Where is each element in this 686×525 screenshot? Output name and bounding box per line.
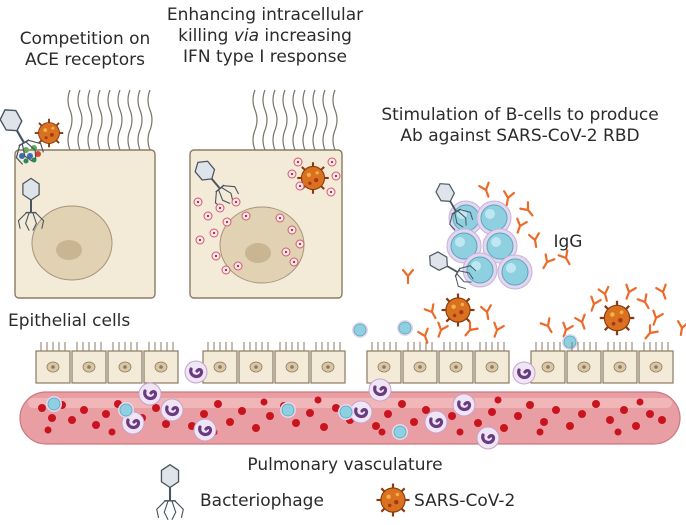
legend-sars-label: SARS-CoV-2	[414, 491, 516, 511]
epithelial-cell-competition	[0, 89, 156, 299]
b-cell-icon	[497, 254, 533, 290]
sars-cov-2-icon	[33, 117, 65, 149]
b-cell-icon	[279, 401, 297, 419]
antibodies-near-epithelium	[351, 283, 686, 351]
igg-label: IgG	[553, 232, 583, 252]
b-cell-icon	[396, 319, 414, 337]
white-blood-cell-icon	[137, 381, 163, 407]
competition-label: Competition on ACE receptors	[19, 29, 151, 70]
white-blood-cell-icon	[451, 392, 477, 418]
b-cell-icon	[45, 395, 63, 413]
b-cell-icon	[117, 401, 135, 419]
pulmonary-label: Pulmonary vasculature	[247, 455, 443, 475]
b-cell-icon	[391, 423, 409, 441]
b-cell-icon	[351, 321, 369, 339]
white-blood-cell-icon	[367, 377, 393, 403]
bacteriophage-icon	[155, 463, 185, 521]
b-cell-icon	[337, 403, 355, 421]
pulmonary-vessel	[19, 359, 681, 451]
white-blood-cell-icon	[159, 397, 185, 423]
epithelial-row	[35, 341, 674, 384]
stimulation-label: Stimulation of B-cells to produce Ab aga…	[381, 105, 659, 146]
legend-bacteriophage-label: Bacteriophage	[200, 491, 324, 511]
enhancing-label: Enhancing intracellular killing via incr…	[166, 5, 364, 67]
sars-cov-2-icon	[375, 482, 411, 518]
b-cell-icon	[561, 333, 579, 351]
epithelial-label: Epithelial cells	[8, 311, 131, 331]
white-blood-cell-icon	[183, 359, 209, 385]
white-blood-cell-icon	[475, 425, 501, 451]
white-blood-cell-icon	[511, 360, 537, 386]
white-blood-cell-icon	[423, 409, 449, 435]
sars-cov-2-icon	[598, 299, 636, 337]
white-blood-cell-icon	[192, 417, 218, 443]
epithelial-cell-ifn	[187, 89, 343, 299]
